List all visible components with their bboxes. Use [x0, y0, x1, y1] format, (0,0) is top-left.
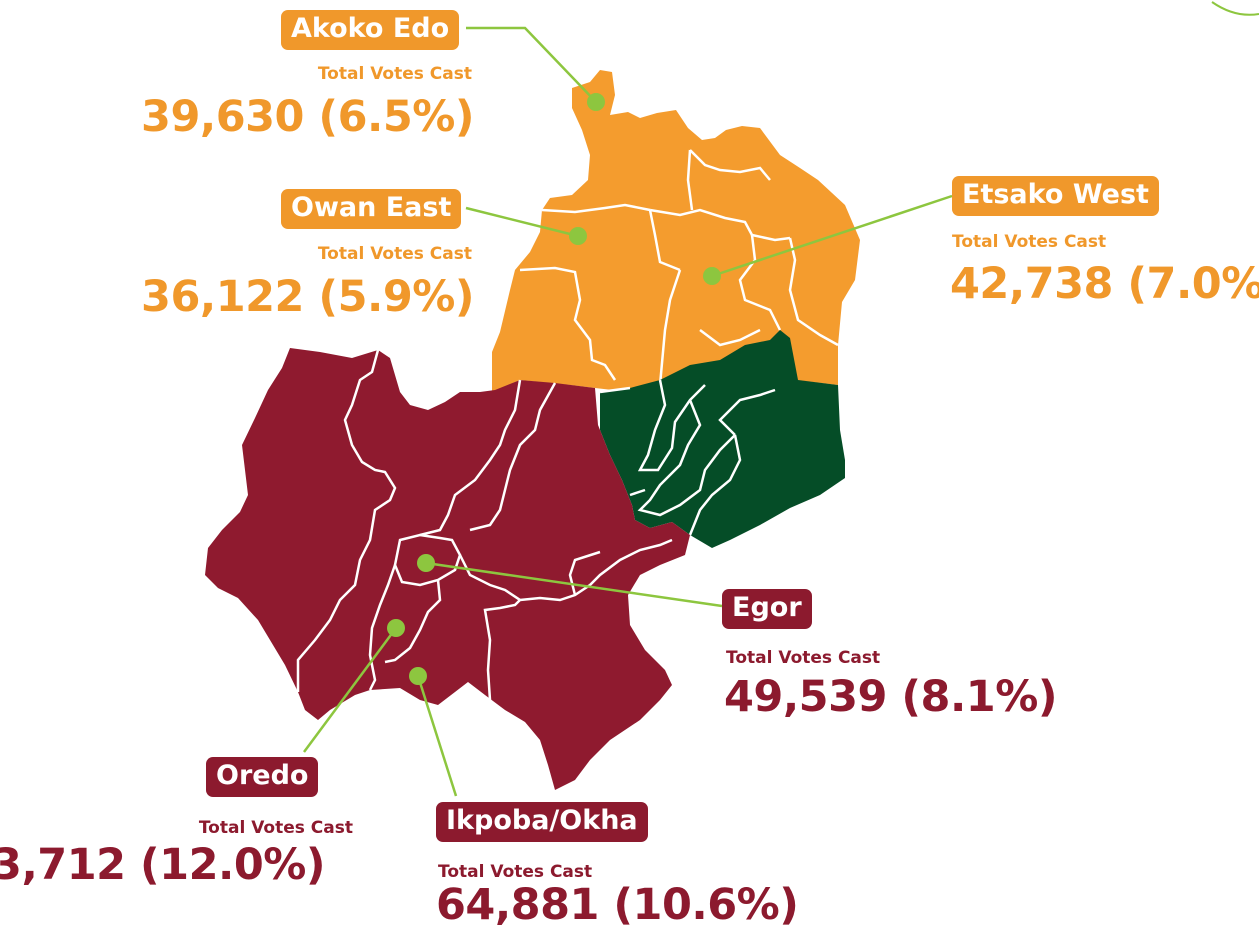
leader-lines [302, 26, 953, 797]
akoko-edo-label: Akoko Edo [281, 10, 460, 50]
owan-east-label: Owan East [281, 189, 462, 229]
akoko-edo-value: 39,630 (6.5%) [141, 92, 474, 142]
akoko-edo-subtitle: Total Votes Cast [317, 64, 472, 84]
oredo-value: 73,712 (12.0%) [0, 840, 326, 890]
oredo-subtitle: Total Votes Cast [198, 818, 353, 838]
oredo-label: Oredo [206, 757, 319, 797]
etsako-west-label: Etsako West [952, 176, 1159, 216]
owan-east-value: 36,122 (5.9%) [141, 272, 474, 322]
etsako-west-value: 42,738 (7.0%) [950, 259, 1259, 309]
region-south-red [205, 348, 690, 790]
region-north-orange [492, 70, 860, 392]
ikpoba-okha-subtitle: Total Votes Cast [438, 862, 593, 882]
egor-label: Egor [722, 589, 812, 629]
lga-boundaries-central [599, 379, 776, 536]
egor-value: 49,539 (8.1%) [724, 672, 1057, 722]
ikpoba-okha-value: 64,881 (10.6%) [436, 880, 799, 930]
owan-east-subtitle: Total Votes Cast [317, 244, 472, 264]
decorative-arc [1211, 1, 1259, 16]
lga-boundaries-south [296, 349, 673, 701]
lga-boundaries-north [519, 149, 839, 386]
ikpoba-okha-label: Ikpoba/Okha [436, 802, 648, 842]
location-dots [387, 93, 721, 685]
etsako-west-subtitle: Total Votes Cast [952, 232, 1107, 252]
egor-subtitle: Total Votes Cast [726, 648, 881, 668]
